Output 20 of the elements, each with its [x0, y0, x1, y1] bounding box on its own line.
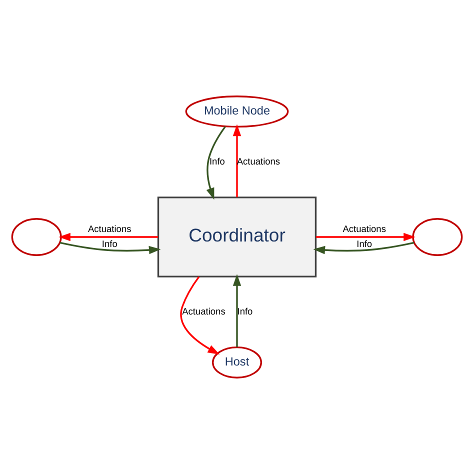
edge-label: Info	[237, 306, 253, 316]
arrow	[206, 126, 226, 200]
edge-label: Actuations	[88, 224, 132, 234]
edge-label: Info	[356, 238, 372, 249]
edge-label: Actuations	[342, 224, 386, 234]
arrow	[58, 232, 158, 242]
arrow	[60, 242, 161, 254]
arrow	[232, 274, 242, 348]
arrow	[232, 124, 242, 198]
edge-label: Info	[102, 238, 118, 249]
node-ellipse	[412, 218, 463, 256]
node-ellipse: Host	[212, 346, 262, 378]
node-ellipse	[11, 218, 62, 256]
arrow	[313, 242, 414, 254]
edge-label: Actuations	[182, 306, 226, 316]
arrow	[316, 232, 416, 242]
node-ellipse: Mobile Node	[185, 96, 289, 128]
edge-label: Info	[209, 156, 225, 166]
arrow	[180, 276, 220, 354]
node-box: Coordinator	[157, 196, 317, 278]
